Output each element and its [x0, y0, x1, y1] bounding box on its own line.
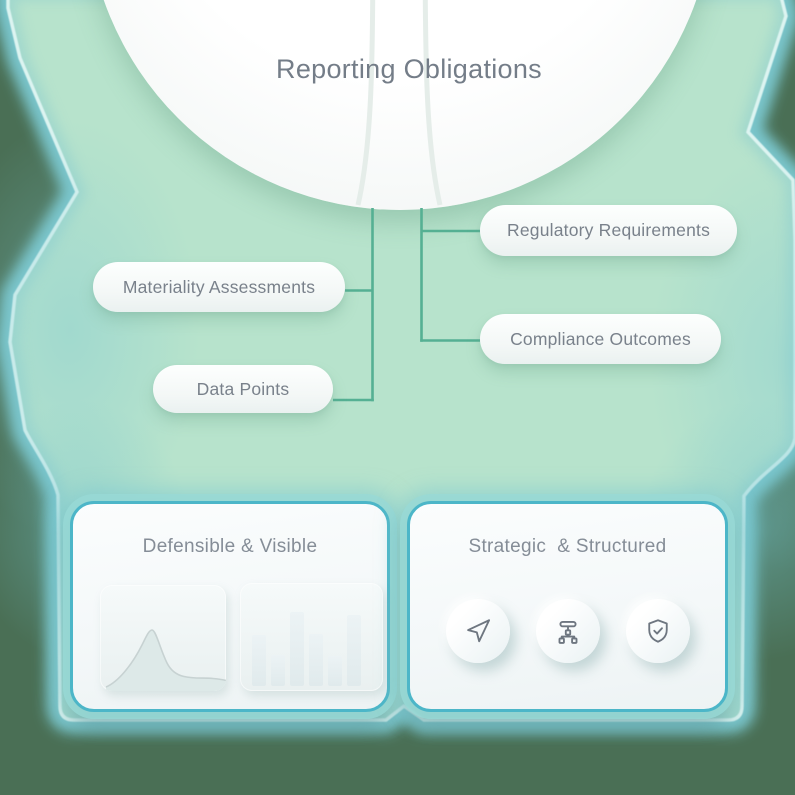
- node-regulatory-requirements: Regulatory Requirements: [480, 205, 737, 256]
- circle-crease-lines: [355, 0, 443, 206]
- central-topic-circle: [86, 0, 714, 210]
- shield-check-icon-button: [625, 599, 690, 663]
- page-title: Reporting Obligations: [276, 54, 542, 84]
- card-title: Strategic & Structured: [468, 536, 667, 557]
- node-label: Data Points: [196, 378, 290, 399]
- distribution-area-chart: [105, 629, 226, 691]
- navigation-icon-button: [445, 599, 510, 663]
- bar: [290, 612, 304, 686]
- node-data-points: Data Points: [153, 365, 333, 413]
- card-defensible-visible: Defensible & Visible: [70, 501, 390, 712]
- node-label: Materiality Assessments: [122, 276, 316, 297]
- node-label: Regulatory Requirements: [506, 220, 711, 240]
- node-materiality-assessments: Materiality Assessments: [93, 262, 345, 312]
- bar: [328, 656, 342, 686]
- sitemap-icon: [558, 620, 577, 644]
- bar-chart-panel: [240, 583, 383, 691]
- shield-check-icon: [647, 619, 668, 643]
- area-chart-panel: [100, 585, 226, 691]
- bar: [309, 634, 323, 686]
- card-strategic-structured: Strategic & Structured: [407, 501, 728, 712]
- bar: [252, 635, 266, 686]
- bar: [271, 655, 285, 686]
- card-title: Defensible & Visible: [142, 536, 318, 557]
- navigation-icon: [466, 619, 490, 643]
- bar: [347, 615, 361, 686]
- icon-row: [410, 599, 725, 663]
- node-compliance-outcomes: Compliance Outcomes: [480, 314, 721, 364]
- node-label: Compliance Outcomes: [510, 328, 691, 349]
- bar-chart: [252, 612, 361, 686]
- sitemap-icon-button: [535, 599, 600, 663]
